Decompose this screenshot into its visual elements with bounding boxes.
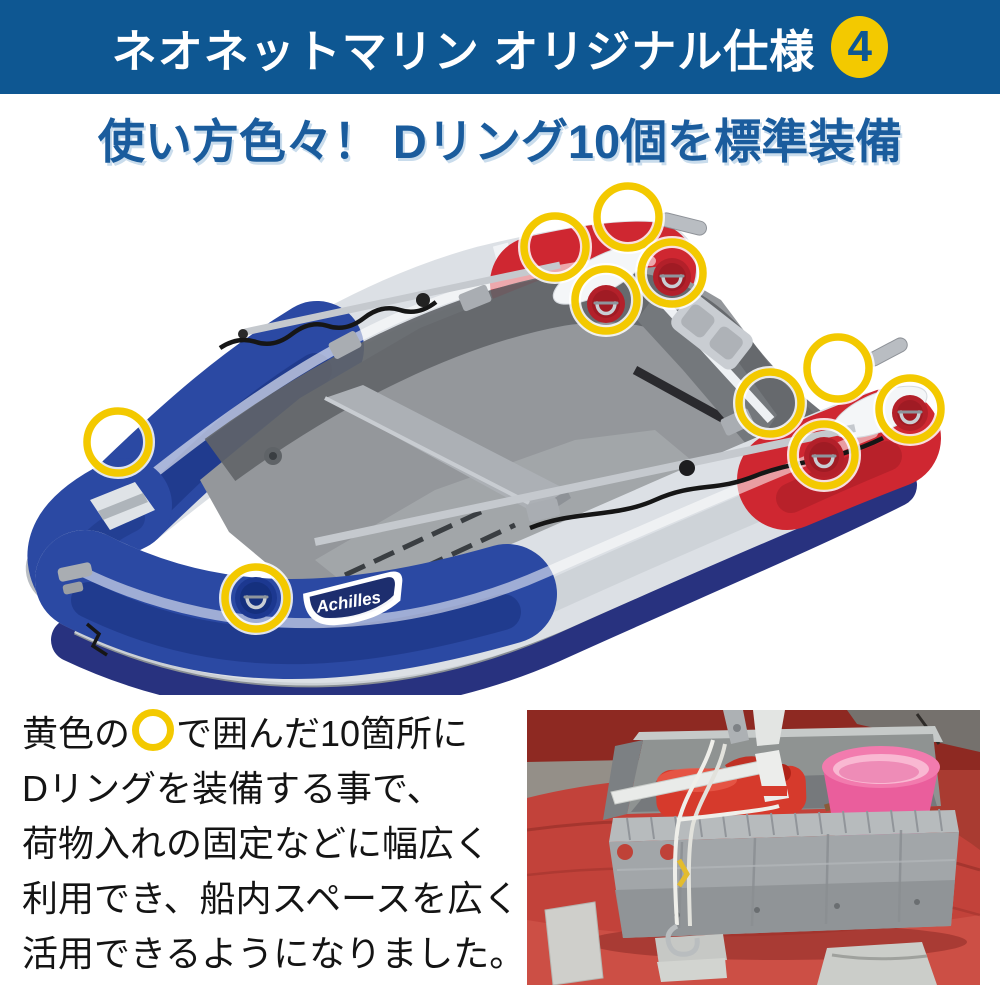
- desc-line-5: 活用できるようになりました。: [22, 933, 526, 974]
- d-ring-highlight-circle: [81, 405, 155, 479]
- banner-title: ネオネットマリン オリジナル仕様: [111, 25, 816, 77]
- yellow-ring-icon: [132, 709, 175, 751]
- desc-line-3: 荷物入れの固定などに幅広く: [22, 823, 491, 864]
- boat-illustration: Achilles: [15, 180, 985, 715]
- photo-patch-bottom: [817, 942, 937, 985]
- d-ring-highlight-circle: [569, 263, 643, 337]
- d-ring-highlight-circle: [873, 372, 947, 446]
- d-ring-stern-far-1: [653, 258, 691, 296]
- d-ring-highlight-circles: [81, 180, 947, 635]
- d-ring-bow: [235, 577, 277, 619]
- desc-line1-prefix: 黄色の: [22, 713, 131, 754]
- cargo-photo-svg: [527, 710, 980, 985]
- d-ring-stern-far-2: [587, 285, 625, 323]
- d-ring-stern-near-1: [892, 395, 928, 431]
- photo-rope: [655, 739, 780, 982]
- top-banner: ネオネットマリン オリジナル仕様 4: [0, 0, 1000, 94]
- desc-line-2: Dリングを装備する事で、: [22, 768, 443, 809]
- page-title: 使い方色々！ Dリング10個を標準装備: [97, 115, 903, 168]
- desc-line1-suffix: で囲んだ10箇所に: [176, 713, 469, 754]
- d-ring-highlight-circle: [591, 180, 665, 254]
- cargo-container-photo: [527, 710, 980, 985]
- d-ring-highlight-circle: [518, 210, 592, 284]
- d-ring-patches: [235, 258, 928, 619]
- photo-patch-left: [544, 901, 604, 985]
- d-ring-highlight-circle: [635, 236, 709, 310]
- d-ring-highlight-circle: [787, 418, 861, 492]
- description-text: 黄色ので囲んだ10箇所に Dリングを装備する事で、 荷物入れの固定などに幅広く …: [22, 706, 527, 981]
- boat-bench-seat: [324, 385, 571, 520]
- boat-svg: Achilles: [25, 180, 947, 715]
- d-ring-stern-near-2: [804, 437, 844, 477]
- d-ring-highlight-circle: [219, 561, 293, 635]
- photo-container: [603, 710, 959, 938]
- d-ring-highlight-circle: [733, 366, 807, 440]
- banner-number-badge: 4: [831, 16, 889, 78]
- brand-logo: Achilles: [303, 571, 403, 626]
- bow-cleat: [57, 562, 93, 582]
- desc-line-1: 黄色の で囲んだ10箇所に: [22, 706, 527, 761]
- boat-near-tube: [35, 388, 941, 683]
- photo-hook: [665, 923, 700, 957]
- d-ring-highlight-circle: [801, 331, 875, 405]
- desc-line-4: 利用でき、船内スペースを広く: [22, 878, 520, 919]
